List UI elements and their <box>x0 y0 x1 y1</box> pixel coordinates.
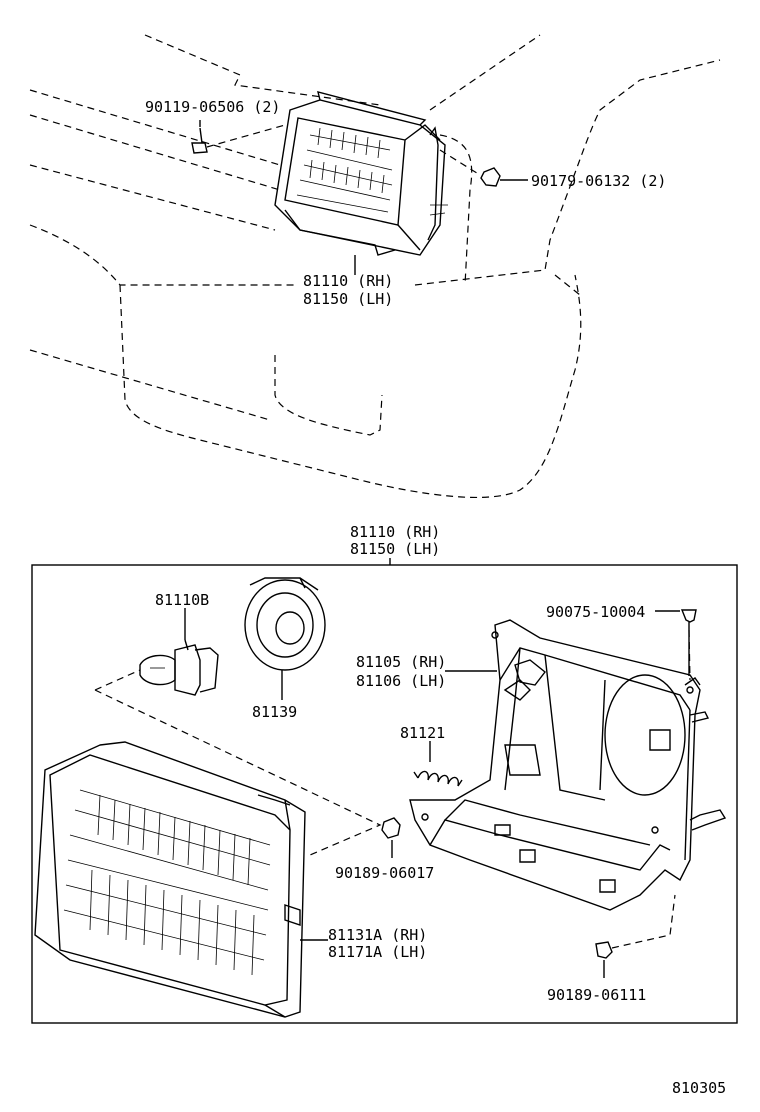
bulb-dash-line <box>94 669 141 691</box>
label-retainer-left: 90189-06017 <box>335 864 434 882</box>
nut-icon <box>439 149 528 187</box>
retainer-left-icon <box>381 817 401 839</box>
headlamp-top-view <box>274 91 448 256</box>
label-assy-box-rh: 81110 (RH) <box>350 523 440 541</box>
label-lens-lh: 81171A (LH) <box>328 943 427 961</box>
bolt-icon <box>191 124 286 154</box>
exploded-view-frame <box>31 564 738 1024</box>
label-retainer-bottom: 90189-06111 <box>547 986 646 1004</box>
label-assy-box-lh: 81150 (LH) <box>350 540 440 558</box>
label-nut-top: 90179-06132 (2) <box>531 172 666 190</box>
label-housing-lh: 81106 (LH) <box>356 672 446 690</box>
clip-dash-line <box>688 629 691 681</box>
label-socket: 81139 <box>252 703 297 721</box>
diagram-id: 810305 <box>672 1079 726 1097</box>
label-lens-rh: 81131A (RH) <box>328 926 427 944</box>
label-housing-rh: 81105 (RH) <box>356 653 446 671</box>
label-bolt-top: 90119-06506 (2) <box>145 98 280 116</box>
spring-icon <box>413 770 463 787</box>
housing-icon <box>409 619 727 911</box>
socket-ring-icon <box>244 577 326 671</box>
retainer-bottom-icon <box>595 941 613 959</box>
label-spring: 81121 <box>400 724 445 742</box>
retainer-bottom-dash-line <box>611 894 676 949</box>
label-bulb: 81110B <box>155 591 209 609</box>
bulb-icon <box>139 639 219 696</box>
lens-icon <box>34 741 306 1018</box>
vehicle-body-outline <box>29 34 721 498</box>
label-assy-top-lh: 81150 (LH) <box>303 290 393 308</box>
label-assy-top-rh: 81110 (RH) <box>303 272 393 290</box>
lens-dash-line <box>94 689 382 856</box>
label-clip: 90075-10004 <box>546 603 645 621</box>
